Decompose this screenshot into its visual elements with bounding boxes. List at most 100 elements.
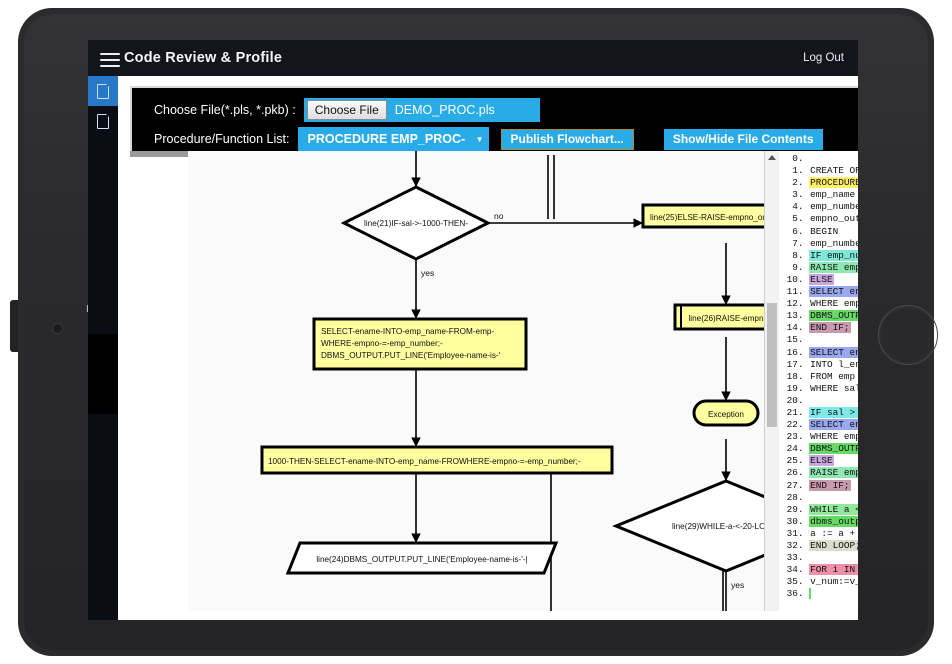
code-line-number: 13. <box>781 310 810 322</box>
code-line-text: DBMS_OUTPUT.P <box>809 443 858 455</box>
code-line: 18. FROM emp <box>781 371 858 383</box>
code-line: 1. CREATE OR REPL <box>781 165 858 177</box>
code-line-text: DBMS_OUTPUT.P <box>809 310 858 322</box>
device-home-button[interactable] <box>878 305 938 365</box>
code-line-number: 24. <box>781 443 810 455</box>
code-contents-panel[interactable]: 0. 1. CREATE OR REPL 2. PROCEDURE EMP_ 3… <box>764 151 858 611</box>
svg-text:line(25)ELSE-RAISE-empno_out_o: line(25)ELSE-RAISE-empno_out_of_r <box>650 213 788 222</box>
code-line-number: 2. <box>781 177 810 189</box>
code-line: 0. <box>781 153 858 165</box>
code-line-number: 35. <box>781 576 810 588</box>
code-line-number: 20. <box>781 394 810 406</box>
choose-file-button[interactable]: Choose File <box>306 100 387 120</box>
code-line-number: 28. <box>781 491 810 503</box>
device-side-button[interactable] <box>10 300 18 352</box>
code-line: 17. INTO l_ename, <box>781 359 858 371</box>
show-hide-file-contents-button[interactable]: Show/Hide File Contents <box>663 128 823 150</box>
node-output-io: line(24)DBMS_OUTPUT.PUT_LINE('Employee-n… <box>285 541 559 575</box>
code-line: 31. a := a + 1; <box>781 528 858 540</box>
code-line-text: BEGIN <box>810 225 839 237</box>
code-line: 33. <box>781 552 858 564</box>
code-line: 27. END IF; <box>781 479 858 492</box>
app-topbar: Code Review & Profile Log Out <box>88 40 858 76</box>
code-line: 10. ELSE <box>781 273 858 286</box>
node-long-process: 1000-THEN-SELECT-ename-INTO-emp_name-FRO… <box>260 445 614 475</box>
chevron-down-icon: ▼ <box>475 134 484 144</box>
code-line-number: 19. <box>781 382 810 394</box>
code-line-number: 6. <box>781 225 810 237</box>
code-line: 14. END IF; <box>781 322 858 334</box>
sidebar-item-file-2[interactable] <box>88 106 118 136</box>
code-line: 6. BEGIN <box>781 226 858 238</box>
app-screen: Code Review & Profile Log Out Choose Fil… <box>88 40 858 620</box>
svg-text:yes: yes <box>731 580 744 590</box>
code-line-number: 3. <box>781 189 810 201</box>
code-line-number: 11. <box>781 286 810 298</box>
code-line: 3. emp_name VARCH <box>781 189 858 201</box>
code-line-number: 8. <box>781 249 810 261</box>
flowchart-canvas[interactable]: line(21)IF-sal->-1000-THEN- no yes SELEC… <box>188 151 838 611</box>
code-line: 8. IF emp_number <box>781 249 858 262</box>
code-line-text: WHILE a < 20 <box>809 503 858 515</box>
svg-text:line(24)DBMS_OUTPUT.PUT_LINE(': line(24)DBMS_OUTPUT.PUT_LINE('Employee-n… <box>316 555 527 564</box>
code-line-text: SELECT ename <box>809 286 858 298</box>
code-line-text <box>809 552 811 563</box>
code-line-text: emp_name VARCH <box>810 189 856 201</box>
scroll-up-arrow-icon[interactable] <box>768 155 776 160</box>
code-line-number: 1. <box>781 165 810 177</box>
device-camera <box>52 323 63 334</box>
code-line: 5. empno_out_of_r <box>781 213 858 225</box>
code-line-text: ELSE <box>809 273 834 285</box>
svg-text:WHERE-empno-=-emp_number;-: WHERE-empno-=-emp_number;- <box>321 339 443 348</box>
procedure-row: Procedure/Function List: PROCEDURE EMP_P… <box>132 126 858 152</box>
page-title: Code Review & Profile <box>124 50 283 66</box>
code-line-text: empno_out_of_r <box>810 213 858 225</box>
code-scrollbar[interactable] <box>765 151 779 611</box>
file-input[interactable]: Choose File DEMO_PROC.pls <box>303 98 540 122</box>
code-line-number: 7. <box>781 237 810 249</box>
code-line-text: dbms_output.p <box>809 515 858 527</box>
logout-link[interactable]: Log Out <box>803 52 844 64</box>
main-content: Choose File(*.pls, *.pkb) : Choose File … <box>118 76 858 620</box>
code-line: 11. SELECT ename <box>781 286 858 298</box>
code-line: 12. WHERE empno = <box>781 298 858 310</box>
procedure-list-label: Procedure/Function List: <box>154 132 290 146</box>
code-line: 9. RAISE empno_ou <box>781 261 858 274</box>
code-line-number: 12. <box>781 298 810 310</box>
scrollbar-thumb[interactable] <box>767 303 777 427</box>
code-line: 15. <box>781 334 858 346</box>
node-exception: Exception <box>692 399 760 427</box>
sidebar-shadow <box>88 334 118 414</box>
code-line: 20. <box>781 395 858 407</box>
code-line: 28. <box>781 492 858 504</box>
chosen-file-name: DEMO_PROC.pls <box>394 103 495 117</box>
sidebar-item-file-1[interactable] <box>88 76 118 106</box>
code-line-number: 18. <box>781 370 810 382</box>
code-line-text: SELECT ename <box>809 419 858 431</box>
code-line-number: 31. <box>781 527 810 539</box>
code-line-number: 30. <box>781 515 810 527</box>
code-line-number: 32. <box>781 540 810 551</box>
svg-text:1000-THEN-SELECT-ename-INTO-em: 1000-THEN-SELECT-ename-INTO-emp_name-FRO… <box>268 457 581 466</box>
code-line-number: 22. <box>781 419 810 431</box>
code-line-number: 34. <box>781 564 810 576</box>
code-line-number: 23. <box>781 431 810 443</box>
svg-text:no: no <box>494 211 504 221</box>
code-line-text: END IF; <box>809 322 851 334</box>
code-line: 35. v_num:=v_num+ <box>781 576 858 588</box>
hamburger-icon[interactable] <box>100 49 120 67</box>
svg-text:DBMS_OUTPUT.PUT_LINE('Employee: DBMS_OUTPUT.PUT_LINE('Employee-name-is-' <box>321 351 501 360</box>
code-line-text: emp_number INT <box>810 201 858 213</box>
code-line-text: RAISE empno_o <box>809 467 858 479</box>
publish-flowchart-button[interactable]: Publish Flowchart... <box>500 128 634 150</box>
code-line-text: WHERE empno = <box>810 298 858 310</box>
code-line-number: 33. <box>781 552 810 564</box>
code-line-text: WHERE empno = <box>810 431 858 443</box>
procedure-select[interactable]: PROCEDURE EMP_PROC- ▼ <box>297 127 489 151</box>
code-line-number: 27. <box>781 479 810 491</box>
svg-text:yes: yes <box>421 268 434 278</box>
code-line: 24. DBMS_OUTPUT.P <box>781 443 858 455</box>
code-line: 16. SELECT ename, <box>781 346 858 359</box>
code-line-number: 29. <box>781 503 810 515</box>
